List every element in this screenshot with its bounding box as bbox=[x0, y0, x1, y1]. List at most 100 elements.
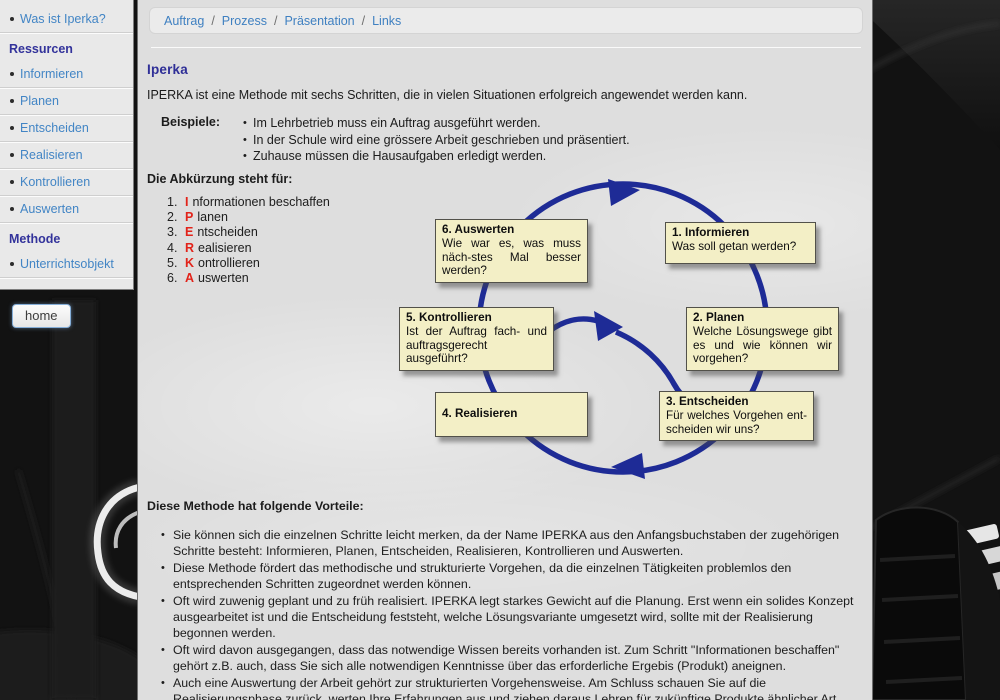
item-letter: P bbox=[185, 210, 194, 225]
intro-text: IPERKA ist eine Methode mit sechs Schrit… bbox=[147, 88, 748, 102]
item-number: 1. bbox=[167, 195, 178, 209]
bullet-icon bbox=[10, 99, 14, 103]
car-roof-line bbox=[859, 22, 1000, 77]
bullet-icon bbox=[10, 180, 14, 184]
sidebar-link-label[interactable]: Planen bbox=[20, 94, 59, 108]
intro-section: Iperka IPERKA ist eine Methode mit sechs… bbox=[147, 62, 867, 165]
sidebar-link-label[interactable]: Auswerten bbox=[20, 202, 80, 216]
examples-list: Im Lehrbetrieb muss ein Auftrag ausgefüh… bbox=[243, 115, 630, 165]
breadcrumb-separator: / bbox=[273, 13, 278, 28]
sidebar-link-label[interactable]: Entscheiden bbox=[20, 121, 89, 135]
advantage-item: Oft wird zuwenig geplant und zu früh rea… bbox=[161, 593, 865, 642]
box-title: 5. Kontrollieren bbox=[406, 311, 492, 324]
cycle-arrow-middle bbox=[594, 311, 623, 341]
cycle-arrow-bottom bbox=[611, 453, 645, 479]
sidebar: Was ist Iperka? Ressurcen Informieren Pl… bbox=[0, 0, 134, 290]
box-text: Für welches Vorgehen ent-scheiden wir un… bbox=[666, 408, 807, 436]
content-panel: Auftrag / Prozess / Präsentation / Links… bbox=[137, 0, 873, 700]
item-number: 6. bbox=[167, 271, 178, 286]
diagram-box-planen: 2. Planen Welche Lösungswege gibt es und… bbox=[686, 307, 839, 372]
example-item: Zuhause müssen die Hausaufgaben erledigt… bbox=[243, 148, 630, 165]
breadcrumb-link-auftrag[interactable]: Auftrag bbox=[164, 13, 205, 28]
advantages-label: Diese Methode hat folgende Vorteile: bbox=[147, 499, 364, 513]
sidebar-item-was-ist-iperka[interactable]: Was ist Iperka? bbox=[0, 6, 133, 33]
diagram-box-auswerten: 6. Auswerten Wie war es, was muss näch-s… bbox=[435, 219, 588, 284]
diagram-box-entscheiden: 3. Entscheiden Für welches Vorgehen ent-… bbox=[659, 391, 814, 442]
item-number: 4. bbox=[167, 240, 178, 255]
example-item: In der Schule wird eine grössere Arbeit … bbox=[243, 132, 630, 149]
box-title: 6. Auswerten bbox=[442, 223, 515, 236]
item-letter: E bbox=[185, 225, 194, 240]
item-number: 2. bbox=[167, 210, 178, 225]
sidebar-link-label[interactable]: Kontrollieren bbox=[20, 175, 91, 189]
breadcrumb-separator: / bbox=[361, 13, 366, 28]
sidebar-menu: Was ist Iperka? Ressurcen Informieren Pl… bbox=[0, 6, 133, 278]
sidebar-item-entscheiden[interactable]: Entscheiden bbox=[0, 115, 133, 142]
box-text: Wie war es, was muss näch-stes Mal besse… bbox=[442, 236, 581, 278]
sidebar-heading-ressurcen: Ressurcen bbox=[9, 42, 73, 56]
box-text: Was soll getan werden? bbox=[672, 239, 797, 253]
box-title: 1. Informieren bbox=[672, 226, 750, 239]
iperka-cycle-diagram: 1. Informieren Was soll getan werden? 2.… bbox=[138, 0, 874, 500]
breadcrumb-separator: / bbox=[211, 13, 215, 28]
bullet-icon bbox=[10, 126, 14, 130]
home-button[interactable]: home bbox=[12, 304, 71, 328]
advantages-section: Diese Methode hat folgende Vorteile: Sie… bbox=[147, 499, 865, 700]
advantage-item: Oft wird davon ausgegangen, dass das not… bbox=[161, 642, 865, 675]
sidebar-link-label[interactable]: Informieren bbox=[20, 67, 84, 81]
car-roof-shape bbox=[850, 0, 1000, 150]
example-item: Im Lehrbetrieb muss ein Auftrag ausgefüh… bbox=[243, 115, 630, 132]
sidebar-link-label[interactable]: Unterrichtsobjekt bbox=[20, 257, 114, 271]
breadcrumb-link-prozess[interactable]: Prozess bbox=[221, 13, 267, 28]
advantage-item: Diese Methode fördert das methodische un… bbox=[161, 560, 865, 593]
sidebar-heading-methode: Methode bbox=[9, 232, 61, 246]
cycle-inner-curve-left bbox=[546, 316, 599, 335]
box-title: 2. Planen bbox=[693, 311, 745, 324]
sidebar-item-planen[interactable]: Planen bbox=[0, 88, 133, 115]
sidebar-link-label[interactable]: Realisieren bbox=[20, 148, 83, 162]
sidebar-item-informieren[interactable]: Informieren bbox=[0, 61, 133, 88]
item-text: lanen bbox=[197, 210, 228, 225]
box-title: 4. Realisieren bbox=[442, 407, 518, 420]
item-number: 5. bbox=[167, 255, 178, 270]
sidebar-link-label[interactable]: Was ist Iperka? bbox=[20, 12, 106, 26]
bullet-icon bbox=[10, 17, 14, 21]
cycle-arrow-top bbox=[608, 179, 640, 206]
item-letter: A bbox=[185, 271, 195, 286]
sidebar-item-auswerten[interactable]: Auswerten bbox=[0, 196, 133, 223]
advantages-list: Sie können sich die einzelnen Schritte l… bbox=[161, 527, 865, 700]
sidebar-item-unterrichtsobjekt[interactable]: Unterrichtsobjekt bbox=[0, 251, 133, 278]
bullet-icon bbox=[10, 207, 14, 211]
item-text: uswerten bbox=[198, 271, 249, 286]
car-led-strip bbox=[89, 479, 143, 605]
item-text: ealisieren bbox=[198, 240, 252, 255]
sidebar-item-kontrollieren[interactable]: Kontrollieren bbox=[0, 169, 133, 196]
examples-label: Beispiele: bbox=[161, 115, 221, 129]
sidebar-item-realisieren[interactable]: Realisieren bbox=[0, 142, 133, 169]
advantage-item: Sie können sich die einzelnen Schritte l… bbox=[161, 527, 865, 560]
box-title: 3. Entscheiden bbox=[666, 395, 749, 408]
item-letter: K bbox=[185, 255, 195, 270]
car-grille bbox=[870, 506, 1000, 700]
diagram-box-kontrollieren: 5. Kontrollieren Ist der Auftrag fach- u… bbox=[399, 307, 554, 372]
abbreviation-label: Die Abkürzung steht für: bbox=[147, 172, 293, 186]
breadcrumb: Auftrag / Prozess / Präsentation / Links bbox=[149, 7, 863, 34]
examples-block: Beispiele: Im Lehrbetrieb muss ein Auftr… bbox=[147, 115, 867, 165]
diagram-box-realisieren: 4. Realisieren bbox=[435, 392, 588, 437]
breadcrumb-link-links[interactable]: Links bbox=[372, 13, 402, 28]
breadcrumb-link-praesentation[interactable]: Präsentation bbox=[284, 13, 355, 28]
bullet-icon bbox=[10, 153, 14, 157]
item-number: 3. bbox=[167, 225, 178, 240]
item-text: nformationen beschaffen bbox=[192, 195, 330, 209]
diagram-box-informieren: 1. Informieren Was soll getan werden? bbox=[665, 222, 816, 264]
advantage-item: Auch eine Auswertung der Arbeit gehört z… bbox=[161, 675, 865, 700]
item-letter: R bbox=[185, 240, 195, 255]
bullet-icon bbox=[10, 72, 14, 76]
car-door-band bbox=[52, 300, 96, 700]
box-text: Welche Lösungswege gibt es und wie könne… bbox=[693, 324, 832, 366]
